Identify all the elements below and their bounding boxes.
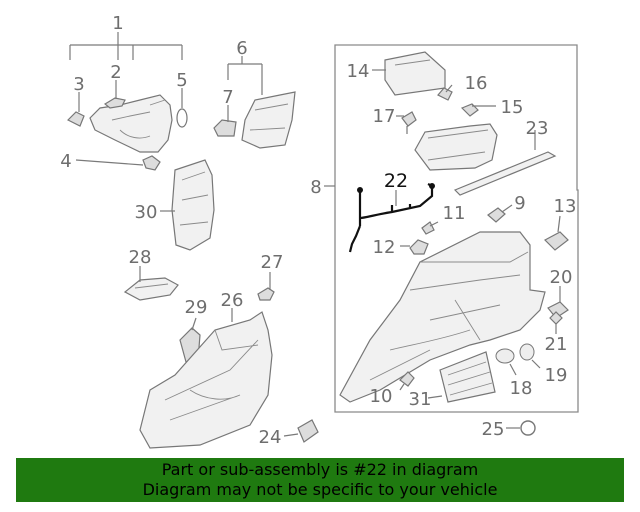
grommet-25-part <box>520 420 536 436</box>
clip-15-part <box>460 103 479 117</box>
callout-15: 15 <box>501 97 524 118</box>
callout-1: 1 <box>112 13 123 34</box>
callout-3: 3 <box>73 74 84 95</box>
callout-25: 25 <box>482 419 505 440</box>
screw-17-part <box>401 111 417 134</box>
callout-2: 2 <box>110 62 121 83</box>
plug-18-part <box>495 348 515 364</box>
callout-23: 23 <box>526 118 549 139</box>
callout-31: 31 <box>409 389 432 410</box>
clip-16-part <box>437 87 453 101</box>
callout-7: 7 <box>222 87 233 108</box>
callout-14: 14 <box>347 61 370 82</box>
clip-4-part <box>142 155 161 171</box>
callout-22: 22 <box>384 170 408 192</box>
clip-9-part <box>487 207 506 223</box>
callout-28: 28 <box>129 247 152 268</box>
clip-12-part <box>409 239 429 255</box>
clip-2-part <box>103 97 126 109</box>
callout-9: 9 <box>514 193 525 214</box>
footer-line-2: Diagram may not be specific to your vehi… <box>142 480 498 499</box>
clip-21-part <box>549 311 563 325</box>
bin-14 <box>384 51 446 96</box>
parts-diagram: 1 2 3 4 5 6 7 8 9 10 11 12 13 14 15 16 1… <box>60 13 579 449</box>
callout-24: 24 <box>259 427 282 448</box>
leader-1 <box>69 32 183 60</box>
callout-18: 18 <box>510 378 533 399</box>
plug-19-part <box>519 343 535 361</box>
strip-23 <box>453 151 557 196</box>
grommet-5-part <box>176 108 188 128</box>
callout-20: 20 <box>550 267 573 288</box>
callout-29: 29 <box>185 297 208 318</box>
callout-21: 21 <box>545 334 568 355</box>
quarter-trim-lower-26 <box>139 311 273 449</box>
callout-10: 10 <box>370 386 393 407</box>
callout-11: 11 <box>443 203 466 224</box>
wiring-harness-22 <box>348 183 434 253</box>
storage-bin-23 <box>414 123 498 171</box>
screw-27-part <box>257 287 275 301</box>
clip-3-part <box>66 111 85 127</box>
footer-banner: Part or sub-assembly is #22 in diagram D… <box>16 458 624 502</box>
callout-4: 4 <box>60 151 71 172</box>
clip-10-part <box>399 371 415 387</box>
trim-bracket-6 <box>241 91 296 149</box>
leader-6 <box>227 56 263 95</box>
callout-12: 12 <box>373 237 396 258</box>
assembly-box-8 <box>334 44 579 413</box>
callout-26: 26 <box>221 290 244 311</box>
clip-7-part <box>213 119 237 137</box>
bracket-13-part <box>544 231 569 251</box>
callout-27: 27 <box>261 252 284 273</box>
panel-31 <box>439 351 496 403</box>
callout-16: 16 <box>465 73 488 94</box>
callout-30: 30 <box>135 202 158 223</box>
footer-line-1: Part or sub-assembly is #22 in diagram <box>161 460 479 479</box>
clip-11-part <box>421 221 435 235</box>
duct-30 <box>171 159 215 251</box>
quarter-trim-upper <box>89 94 173 153</box>
callout-17: 17 <box>373 106 396 127</box>
callout-19: 19 <box>545 365 568 386</box>
leader-4 <box>75 159 144 166</box>
callout-13: 13 <box>554 196 577 217</box>
callout-5: 5 <box>176 70 187 91</box>
clip-24-part <box>297 419 319 443</box>
bracket-28 <box>123 277 179 301</box>
callout-8: 8 <box>310 177 321 198</box>
callout-6: 6 <box>236 38 247 59</box>
